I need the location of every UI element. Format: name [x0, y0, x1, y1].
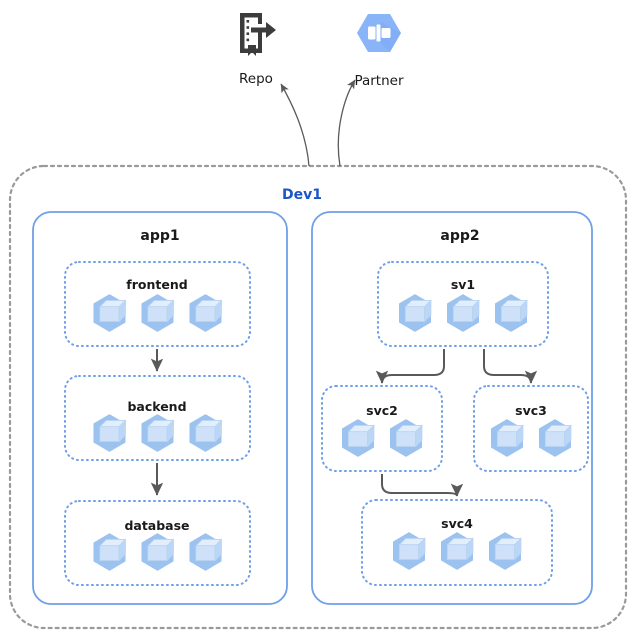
pod-cube-side	[514, 537, 522, 561]
pod-cube-front	[544, 431, 566, 447]
pod-icon-sv1-2[interactable]	[446, 294, 480, 332]
pod-cube-side	[520, 299, 528, 323]
repo-spine-dot	[246, 26, 250, 29]
repo-arrow	[251, 22, 276, 38]
pod-icons	[93, 294, 572, 571]
pod-icon-svc2-1[interactable]	[341, 419, 375, 457]
pod-icon-frontend-1[interactable]	[93, 294, 127, 332]
pod-icon-backend-2[interactable]	[141, 414, 175, 452]
pod-cube-side	[166, 538, 174, 562]
pod-cube-side	[564, 424, 572, 448]
pod-icon-svc4-2[interactable]	[440, 532, 474, 570]
pod-icon-svc3-2[interactable]	[538, 419, 572, 457]
repo-spine-dot	[246, 38, 250, 42]
pod-cube-side	[466, 537, 474, 561]
pod-cube-front	[99, 545, 120, 561]
edge-dev1-to-repo	[280, 83, 310, 167]
external-label-repo: Repo	[239, 71, 273, 87]
pod-icon-frontend-3[interactable]	[189, 294, 223, 332]
repo-bookmark	[248, 45, 256, 56]
pod-icon-frontend-2[interactable]	[141, 294, 175, 332]
external-node-partner[interactable]	[357, 13, 401, 53]
pod-cube-front	[347, 431, 369, 447]
pod-cube-side	[166, 419, 174, 443]
zone-dev1-rect[interactable]	[8, 164, 628, 630]
zone-dev1-label: Dev1	[282, 187, 322, 203]
pod-cube-front	[195, 306, 216, 322]
zone-dev1-boundary[interactable]	[8, 164, 628, 630]
pod-icon-database-1[interactable]	[93, 533, 127, 571]
pod-cube-side	[516, 424, 524, 448]
pod-cube-side	[214, 538, 222, 562]
pod-cube-side	[118, 299, 126, 323]
pod-icon-database-3[interactable]	[189, 533, 223, 571]
pod-cube-front	[398, 544, 420, 560]
pod-cube-front	[500, 306, 522, 322]
pod-cube-front	[494, 544, 516, 560]
pod-cube-front	[195, 545, 216, 561]
pod-cube-side	[424, 299, 432, 323]
pod-cube-side	[415, 424, 423, 448]
pod-cube-front	[147, 545, 168, 561]
edge-sv1-to-svc2	[375, 349, 445, 384]
pod-icon-backend-3[interactable]	[189, 414, 223, 452]
partner-center-bar	[376, 24, 381, 42]
partner-right-block	[381, 28, 391, 38]
edge-sv1-to-svc3	[483, 349, 538, 384]
pod-icon-backend-1[interactable]	[93, 414, 127, 452]
pod-cube-side	[214, 419, 222, 443]
pod-icon-svc4-3[interactable]	[488, 532, 522, 570]
pod-cube-front	[147, 426, 168, 442]
repo-spine-dot	[246, 32, 250, 35]
external-icons	[240, 13, 401, 56]
partner-left-block	[368, 26, 376, 40]
pod-cube-front	[195, 426, 216, 442]
pod-icon-svc3-1[interactable]	[490, 419, 524, 457]
pod-cube-front	[395, 431, 417, 447]
pod-cube-front	[452, 306, 474, 322]
pod-cube-side	[367, 424, 375, 448]
pod-icon-sv1-1[interactable]	[398, 294, 432, 332]
repo-spine-dot	[246, 20, 250, 23]
service-boundary-svc2[interactable]	[321, 385, 443, 472]
pod-icon-database-2[interactable]	[141, 533, 175, 571]
pod-cube-front	[446, 544, 468, 560]
pod-cube-side	[118, 538, 126, 562]
pod-icon-svc2-2[interactable]	[389, 419, 423, 457]
pod-cube-front	[99, 426, 120, 442]
external-node-repo[interactable]	[240, 13, 276, 56]
pod-cube-side	[418, 537, 426, 561]
pod-cube-front	[99, 306, 120, 322]
repository-icon	[240, 13, 276, 56]
pod-cube-front	[404, 306, 426, 322]
edge-svc2-to-svc4	[381, 474, 464, 497]
pod-cube-side	[166, 299, 174, 323]
pod-cube-side	[214, 299, 222, 323]
external-label-partner: Partner	[354, 73, 404, 89]
edge-dev1-to-partner	[337, 79, 356, 167]
pod-cube-front	[496, 431, 518, 447]
connector-edges	[150, 79, 538, 497]
pod-icon-sv1-3[interactable]	[494, 294, 528, 332]
pod-icon-svc4-1[interactable]	[392, 532, 426, 570]
partner-interconnect-icon	[357, 13, 401, 53]
pod-cube-side	[118, 419, 126, 443]
pod-cube-front	[147, 306, 168, 322]
pod-cube-side	[472, 299, 480, 323]
